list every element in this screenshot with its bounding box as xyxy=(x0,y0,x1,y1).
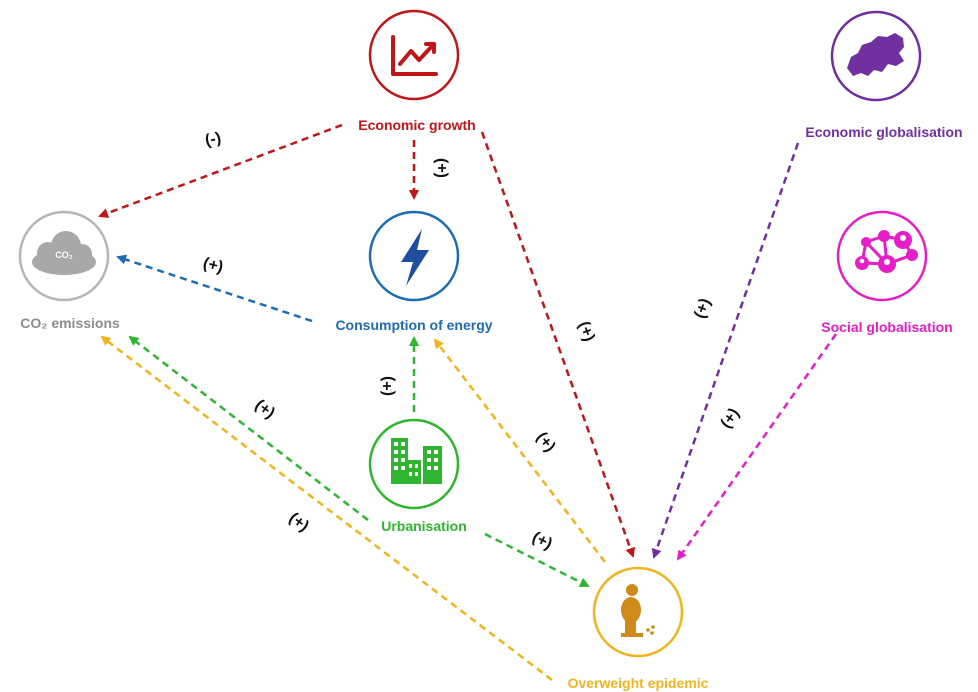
node-co2-emissions: CO₂ CO₂ emissions xyxy=(18,210,120,331)
cloud-icon xyxy=(32,231,96,275)
overweight-epidemic-label: Overweight epidemic xyxy=(568,675,709,691)
urbanisation-label: Urbanisation xyxy=(381,518,467,534)
sign-urbanisation-co2: (+) xyxy=(252,397,278,423)
sign-social-globalisation-overweight: (+) xyxy=(718,405,743,431)
sign-economic-globalisation-overweight: (+) xyxy=(691,296,714,321)
europe-map-icon xyxy=(847,33,904,76)
edge-economic-globalisation-to-overweight xyxy=(651,142,800,559)
cloud-co2-text: CO₂ xyxy=(55,250,73,260)
overweight-person-icon xyxy=(621,584,655,637)
sign-labels: (-) (+) (+) (+) (+) (+) (+) (+) (+) (+) … xyxy=(201,130,743,553)
edge-energy-to-co2 xyxy=(116,254,313,323)
edge-urbanisation-to-overweight xyxy=(484,532,590,588)
node-urbanisation: Urbanisation xyxy=(368,418,467,534)
sign-energy-co2: (+) xyxy=(201,255,225,276)
edge-economic-growth-to-overweight xyxy=(480,131,636,558)
chart-trend-up-icon xyxy=(391,35,438,76)
edge-overweight-to-co2 xyxy=(100,335,553,681)
social-network-icon xyxy=(855,230,918,273)
co2-emissions-label: CO₂ emissions xyxy=(20,315,120,331)
node-consumption-of-energy: Consumption of energy xyxy=(335,210,493,333)
economic-globalisation-label: Economic globalisation xyxy=(805,124,962,140)
sign-economic-growth-overweight: (+) xyxy=(575,319,598,344)
edge-overweight-to-energy xyxy=(433,338,606,563)
sign-economic-growth-co2: (-) xyxy=(203,130,222,150)
node-overweight-epidemic: Overweight epidemic xyxy=(568,566,709,691)
edge-social-globalisation-to-overweight xyxy=(676,333,838,561)
sign-urbanisation-overweight: (+) xyxy=(529,529,555,553)
lightning-icon xyxy=(401,229,429,286)
node-economic-globalisation: Economic globalisation xyxy=(805,10,963,140)
sign-overweight-co2: (+) xyxy=(286,510,312,536)
economic-growth-label: Economic growth xyxy=(358,117,475,133)
node-economic-growth: Economic growth xyxy=(358,9,476,133)
sign-urbanisation-energy: (+) xyxy=(379,376,396,396)
social-globalisation-label: Social globalisation xyxy=(821,319,952,335)
edges xyxy=(98,123,838,681)
consumption-of-energy-label: Consumption of energy xyxy=(335,317,492,333)
node-social-globalisation: Social globalisation xyxy=(821,210,953,335)
buildings-icon xyxy=(391,438,442,484)
edge-urbanisation-to-co2 xyxy=(128,335,369,521)
sign-overweight-energy: (+) xyxy=(533,429,559,455)
sign-economic-growth-energy: (+) xyxy=(433,158,450,178)
